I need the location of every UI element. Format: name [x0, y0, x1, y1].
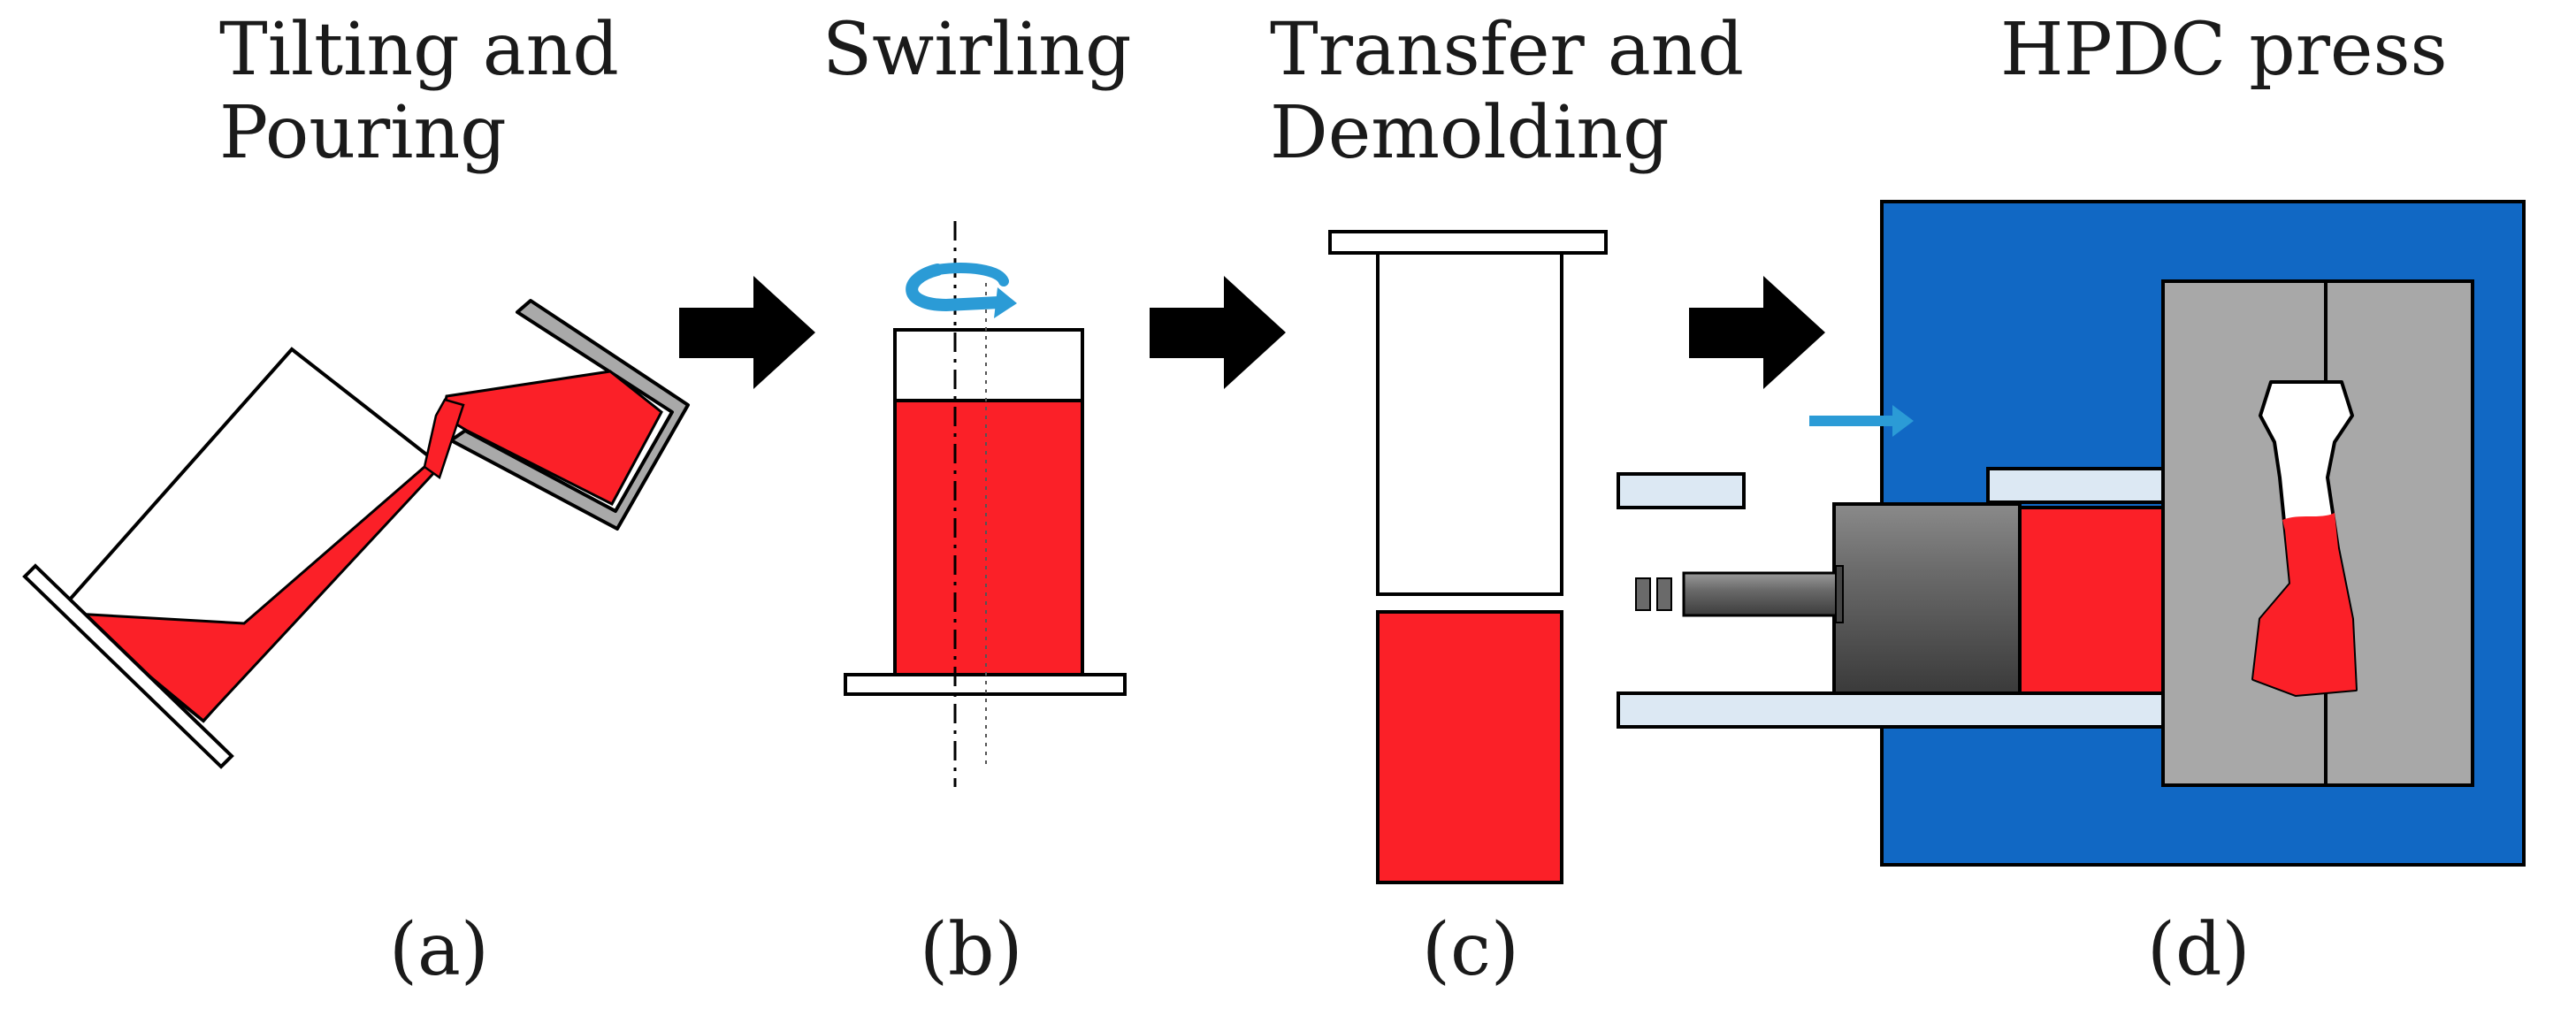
process-arrow-1 — [679, 276, 815, 389]
stage-c-illustration — [1328, 230, 1608, 884]
stage-d-title-line-1: HPDC press — [2000, 8, 2448, 92]
demolded-billet — [1376, 610, 1563, 884]
plunger-rod — [1682, 571, 1839, 617]
stage-b-title-line-1: Swirling — [822, 8, 1132, 92]
shot-sleeve-top — [1986, 467, 2165, 504]
rod-segment-1 — [1635, 577, 1651, 611]
melt-in-shot-chamber — [2018, 506, 2165, 695]
swirl-melt — [893, 399, 1084, 676]
stage-b-label: (b) — [920, 908, 1023, 992]
stage-a-label: (a) — [389, 908, 489, 992]
melt-stream — [423, 398, 465, 479]
plunger-tip — [1832, 502, 2022, 695]
stage-d-label: (d) — [2147, 908, 2251, 992]
stage-c-title-line-1: Transfer and — [1270, 8, 1745, 92]
shot-sleeve-bottom — [1617, 691, 2165, 729]
process-arrow-3 — [1689, 276, 1825, 389]
demold-crucible-shell — [1376, 251, 1563, 596]
stage-b-title: Swirling — [822, 8, 1132, 92]
stage-a-illustration — [22, 299, 690, 769]
process-arrow-2 — [1150, 276, 1286, 389]
stage-a-title-line-2: Pouring — [219, 91, 507, 176]
stage-a-title-line-1: Tilting and — [219, 8, 619, 92]
stage-c-title: Transfer and Demolding — [1270, 8, 1745, 176]
stage-a-title: Tilting and Pouring — [219, 8, 619, 176]
stage-d-illustration — [1617, 200, 2526, 867]
demold-top-flange — [1328, 230, 1608, 255]
shot-sleeve-upper-detached — [1617, 472, 1746, 509]
swirl-rotation-icon — [906, 263, 1017, 318]
plunger-motion-arrow — [1809, 405, 1914, 437]
melt-in-cavity — [2253, 513, 2356, 695]
stage-c-label: (c) — [1422, 908, 1519, 992]
stage-d-title: HPDC press — [2000, 8, 2448, 92]
stage-b-illustration — [844, 221, 1127, 787]
plunger-rod-collar — [1835, 565, 1844, 623]
rod-segment-2 — [1656, 577, 1672, 611]
die-right-half — [2324, 279, 2474, 787]
crucible-base-plate — [22, 563, 234, 769]
stage-c-title-line-2: Demolding — [1270, 91, 1670, 176]
